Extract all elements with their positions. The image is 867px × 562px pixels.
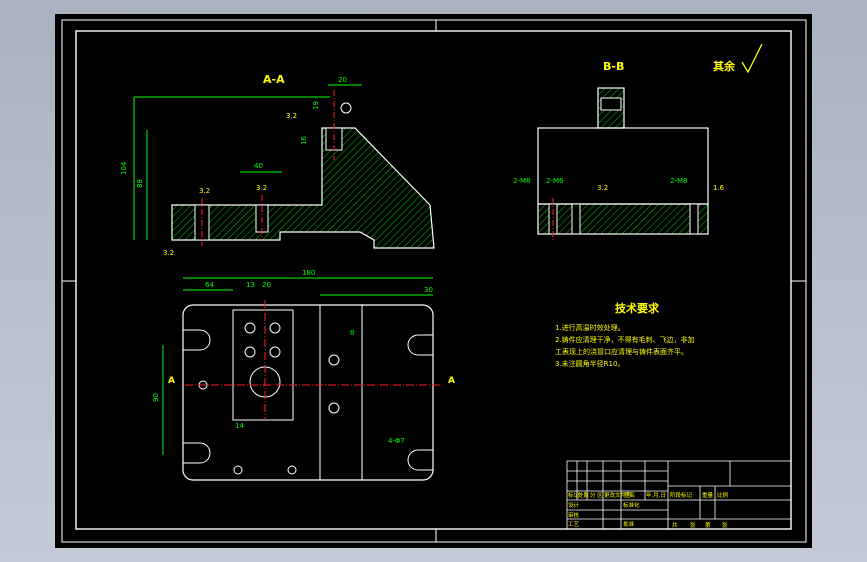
- title-block: [566, 460, 792, 530]
- dim-16: 16: [300, 136, 308, 145]
- hole-callout-m6: 2-M6: [546, 177, 564, 185]
- tb-no: 第: [705, 521, 711, 529]
- section-aa-label: A-A: [263, 73, 285, 86]
- dim-8: 8: [350, 329, 354, 337]
- tb-design: 设计: [568, 501, 580, 509]
- tb-sign: 签名: [624, 491, 635, 499]
- roughness-check-icon: [741, 43, 763, 74]
- tb-weight: 重量: [702, 491, 714, 499]
- inner-border: [75, 30, 792, 530]
- hole-callout-m8: 2-M8: [513, 177, 530, 185]
- section-aa-top-hole: [340, 102, 352, 114]
- roughness-bb-2: 1.6: [713, 184, 725, 192]
- dim-19: 19: [312, 101, 320, 110]
- tb-change-doc: 更改文件号: [604, 491, 632, 499]
- tb-total: 共: [672, 521, 678, 529]
- dim-40: 40: [254, 162, 263, 170]
- roughness-aa-4: 3.2: [163, 249, 174, 257]
- slot-top-left: [183, 329, 211, 351]
- tech-line-1: 1.进行高温时效处理。: [555, 323, 625, 332]
- section-bb-hole-1: [548, 203, 558, 235]
- dim-14: 14: [235, 422, 244, 430]
- top-view-outline: [182, 304, 434, 481]
- top-view-hole-2: [269, 322, 281, 334]
- tb-review: 审核: [568, 511, 580, 519]
- section-bb-boss-slot: [600, 97, 622, 111]
- tech-line-4: 3.未注圆角半径R10。: [555, 359, 624, 368]
- top-view-hole-6: [328, 402, 340, 414]
- tb-sheets-2: 张: [722, 521, 728, 529]
- tb-scale: 比例: [717, 491, 729, 499]
- top-view: 180 64 13 20 30 90 8 14 4-Φ7 A A: [152, 269, 455, 481]
- dim-180: 180: [302, 269, 315, 277]
- tech-line-2: 2.铸件应清理干净，不得有毛刺、飞边，非加: [555, 335, 695, 344]
- top-view-hole-4: [269, 346, 281, 358]
- section-bb-base-hatch: [537, 203, 709, 235]
- top-view-hole-8: [287, 465, 297, 475]
- outer-border: [61, 19, 807, 543]
- roughness-aa-3: 3.2: [256, 184, 267, 192]
- dim-104: 104: [120, 161, 128, 175]
- section-bb-hole-2: [571, 203, 581, 235]
- slot-bottom-left: [183, 442, 211, 464]
- cut-label-right: A: [448, 376, 455, 386]
- top-view-hole-3: [244, 346, 256, 358]
- tb-stage: 阶段标记: [670, 491, 693, 499]
- roughness-bb-1: 3.2: [597, 184, 608, 192]
- drawing-canvas: A-A 104 88 20 19 16 40 3.2 3.2 3.2 3.2 B…: [55, 14, 812, 548]
- dim-20: 20: [338, 76, 347, 84]
- title-block-text: 标记 处数 分 区 更改文件号 签名 年.月.日 设计 标准化 阶段标记 重量 …: [568, 491, 729, 529]
- top-view-plate: [232, 309, 294, 421]
- section-aa-hatch: [171, 127, 435, 249]
- hole-callout-phi7: 4-Φ7: [388, 437, 405, 445]
- top-view-riser: [319, 304, 363, 481]
- section-bb-view: 2-M8 2-M6 3.2 2-M8 1.6: [513, 87, 725, 240]
- cut-label-left: A: [168, 376, 175, 386]
- tech-requirements: 技术要求 1.进行高温时效处理。 2.铸件应清理干净，不得有毛刺、飞边，非加 工…: [555, 301, 695, 368]
- tb-mark: 标记: [568, 491, 580, 499]
- top-view-hole-1: [244, 322, 256, 334]
- dim-90: 90: [152, 393, 160, 402]
- tb-sheets-1: 张: [690, 521, 696, 529]
- section-bb-label: B-B: [603, 60, 624, 73]
- tech-line-3: 工表现上的浇冒口应清理与铸件表面齐平。: [555, 347, 688, 356]
- slot-top-right: [407, 334, 433, 356]
- dim-64: 64: [205, 281, 214, 289]
- tb-approve: 批准: [623, 520, 635, 528]
- dim-13: 13: [246, 281, 255, 289]
- roughness-aa-2: 3.2: [199, 187, 210, 195]
- section-bb-hole-3: [689, 203, 699, 235]
- slot-bottom-right: [407, 449, 433, 471]
- roughness-aa-1: 3.2: [286, 112, 297, 120]
- hole-callout-m8-right: 2-M8: [670, 177, 687, 185]
- tb-date: 年.月.日: [646, 491, 666, 499]
- drawing-sheet: A-A 104 88 20 19 16 40 3.2 3.2 3.2 3.2 B…: [61, 19, 807, 543]
- dim-20-top: 20: [262, 281, 271, 289]
- tb-process: 工艺: [568, 521, 580, 528]
- section-aa-view: 104 88 20 19 16 40 3.2 3.2 3.2 3.2: [120, 76, 435, 257]
- section-bb-body: [537, 127, 709, 205]
- dim-88: 88: [136, 179, 144, 188]
- tb-count: 处数: [578, 491, 590, 499]
- top-view-hole-5: [328, 354, 340, 366]
- dim-30: 30: [424, 286, 433, 294]
- tb-zone: 分 区: [590, 491, 603, 499]
- tb-standard: 标准化: [623, 501, 640, 509]
- tech-title: 技术要求: [615, 301, 660, 315]
- roughness-rest-label: 其余: [713, 59, 736, 73]
- top-view-hole-7: [233, 465, 243, 475]
